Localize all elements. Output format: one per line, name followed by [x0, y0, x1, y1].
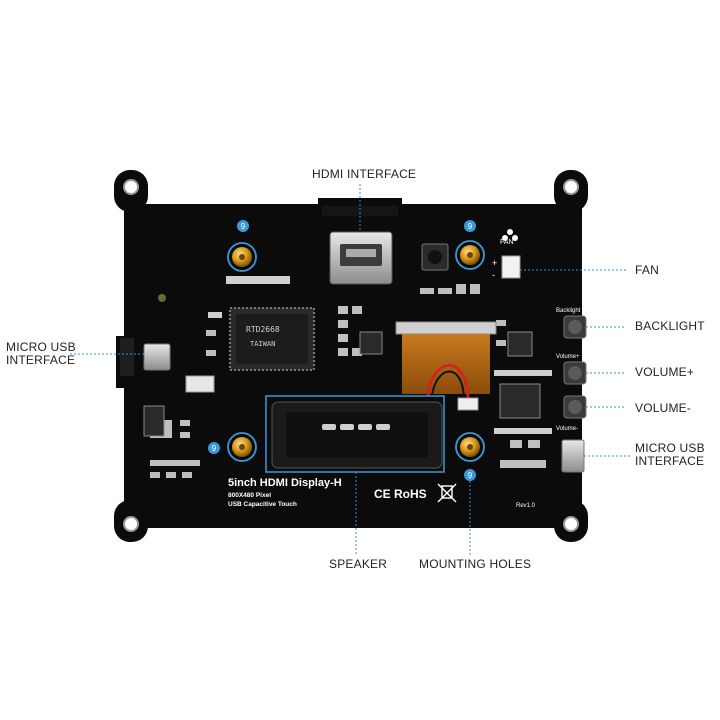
touch-connector [185, 375, 215, 393]
corner-hole [563, 516, 579, 532]
backlight-button[interactable] [563, 315, 587, 339]
volume-plus-button[interactable] [563, 361, 587, 385]
callout-lines [70, 184, 632, 556]
svg-text:9: 9 [241, 222, 246, 231]
fan-wire-black [431, 370, 465, 399]
volume-minus-silk: Volume- [556, 426, 578, 432]
header-pins [208, 276, 552, 434]
fan-plug [457, 397, 479, 411]
micro-usb-left-port [143, 343, 171, 371]
mount-marker: 9 [237, 220, 249, 232]
fan-symbol-icon [502, 229, 518, 241]
ffc-connector [395, 321, 497, 335]
mount-marker: 9 [208, 442, 220, 454]
mounting-hole [227, 242, 257, 272]
backlight-silk: Backlight [556, 308, 581, 314]
hdmi-interface-label: HDMI INTERFACE [312, 167, 417, 181]
svg-text:9: 9 [468, 222, 473, 231]
micro-usb-right-port [561, 439, 585, 473]
board-resolution: 800X480 Pixel [228, 492, 271, 499]
corner-hole [123, 179, 139, 195]
fan-plus-silk: + [492, 258, 497, 268]
corner-hole [563, 179, 579, 195]
mounting-holes-label: MOUNTING HOLES [419, 557, 532, 571]
chip-marking-1: RTD2668 [246, 325, 280, 334]
main-chip: RTD2668 TAIWAN [229, 307, 315, 371]
volume-plus-label: VOLUME+ [635, 365, 695, 379]
board-revision: Rev1.0 [516, 503, 536, 509]
micro-usb-right-label-line1: MICRO USB [635, 441, 705, 455]
mount-marker: 9 [464, 469, 476, 481]
flex-cable [402, 334, 490, 394]
smd-components [150, 284, 546, 478]
mounting-hole [227, 432, 257, 462]
chip-marking-2: TAIWAN [250, 340, 275, 348]
micro-usb-left-label-line2: INTERFACE [6, 353, 76, 367]
certification-marks: CE RoHS [374, 487, 427, 501]
backlight-label: BACKLIGHT [635, 319, 705, 333]
speaker-highlight [265, 395, 445, 473]
micro-usb-left-label-line1: MICRO USB [6, 340, 76, 354]
volume-plus-silk: Volume+ [556, 354, 580, 360]
small-ic [143, 405, 165, 437]
small-ic [359, 331, 383, 355]
volume-minus-label: VOLUME- [635, 401, 692, 415]
weee-bin-icon [437, 483, 457, 503]
mounting-hole [455, 432, 485, 462]
corner-hole [123, 516, 139, 532]
fan-wire-red [426, 364, 470, 399]
svg-text:9: 9 [212, 444, 217, 453]
fan-connector [501, 255, 521, 279]
board-touch: USB Capacitive Touch [228, 501, 297, 508]
micro-usb-right-label-line2: INTERFACE [635, 454, 705, 468]
speaker [265, 395, 445, 473]
fan-silk-label: FAN [500, 239, 514, 246]
mount-marker: 9 [464, 220, 476, 232]
fan-minus-silk: - [492, 270, 495, 280]
speaker-label: SPEAKER [329, 557, 388, 571]
small-ic [507, 331, 533, 357]
board-title: 5inch HDMI Display-H [228, 477, 342, 489]
hdmi-port [329, 231, 393, 285]
power-led [158, 294, 166, 302]
amp-ic [499, 383, 541, 419]
fan-label: FAN [635, 263, 659, 277]
inductor-core [428, 250, 442, 264]
mounting-hole [455, 240, 485, 270]
volume-minus-button[interactable] [563, 395, 587, 419]
svg-text:9: 9 [468, 471, 473, 480]
